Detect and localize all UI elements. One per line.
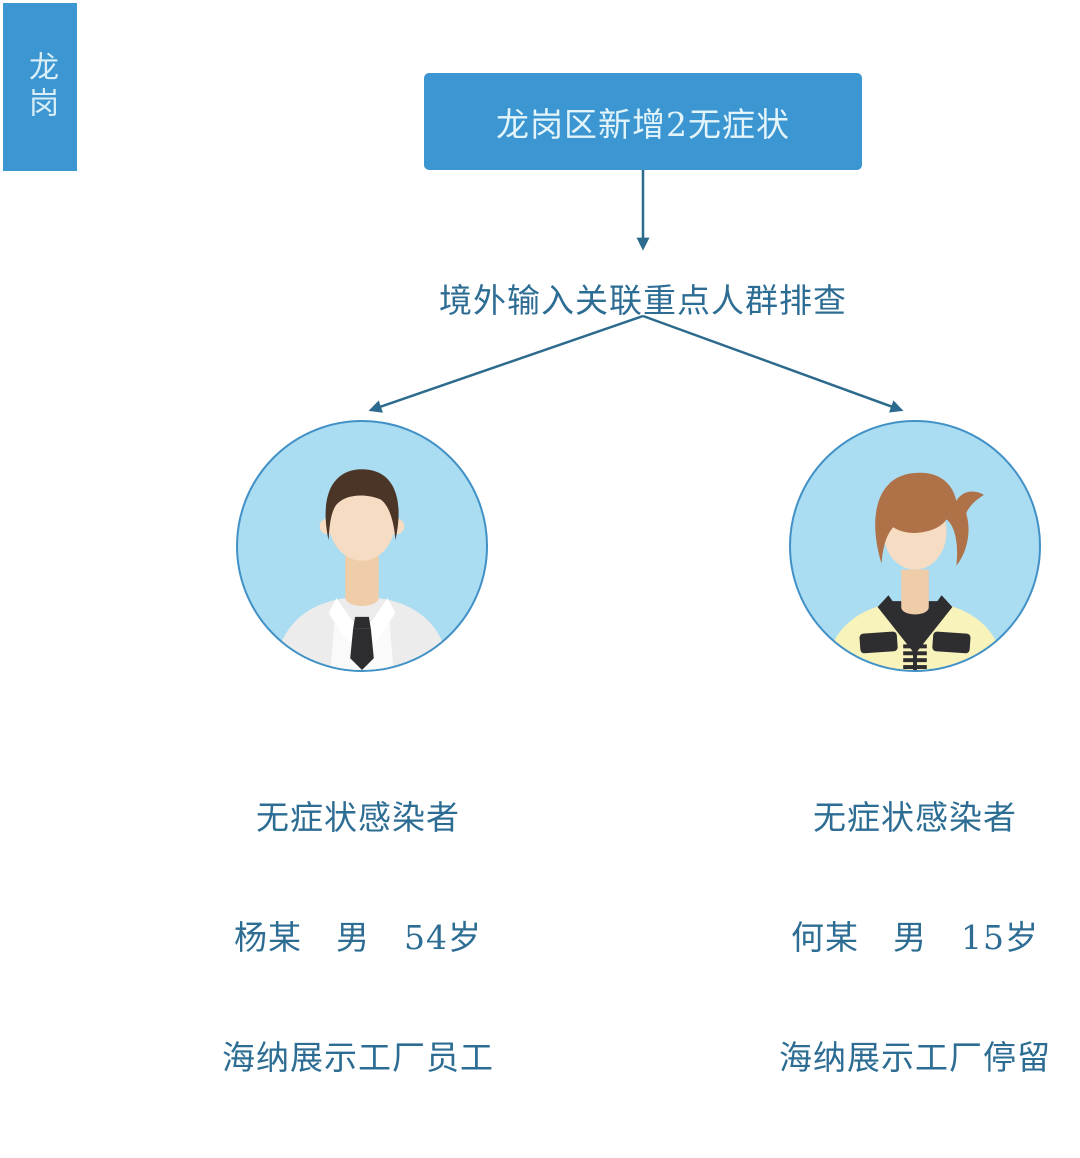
case-avatar-right <box>789 420 1041 672</box>
adult-man-suit-tie-avatar <box>275 469 449 670</box>
header-box: 龙岗区新增2无症状 <box>424 73 862 170</box>
case-right-type: 无症状感染者 <box>813 798 1017 837</box>
infographic-canvas: 龙岗 龙岗区新增2无症状 境外输入关联重点人群排查 <box>3 3 1050 1077</box>
case-right-detail: 海纳展示工厂停留 <box>779 1038 1051 1077</box>
screening-label: 境外输入关联重点人群排查 <box>439 281 847 320</box>
case-caption-left: 无症状感染者 杨某 男 54岁 海纳展示工厂员工 <box>222 718 494 1158</box>
region-tab: 龙岗 <box>3 3 77 171</box>
case-left-detail: 海纳展示工厂员工 <box>222 1038 494 1077</box>
case-left-person: 杨某 男 54岁 <box>234 918 482 957</box>
case-left-type: 无症状感染者 <box>256 798 460 837</box>
header-title: 龙岗区新增2无症状 <box>496 104 790 144</box>
case-caption-right: 无症状感染者 何某 男 15岁 海纳展示工厂停留 <box>779 718 1051 1158</box>
region-tab-label: 龙岗 <box>23 51 58 123</box>
arrow-screening-to-left-case <box>368 314 644 413</box>
case-right-person: 何某 男 15岁 <box>791 918 1039 957</box>
arrow-screening-to-right-case <box>642 314 904 413</box>
teen-boy-yellow-jacket-avatar <box>826 472 1004 670</box>
case-avatar-left <box>236 420 488 672</box>
